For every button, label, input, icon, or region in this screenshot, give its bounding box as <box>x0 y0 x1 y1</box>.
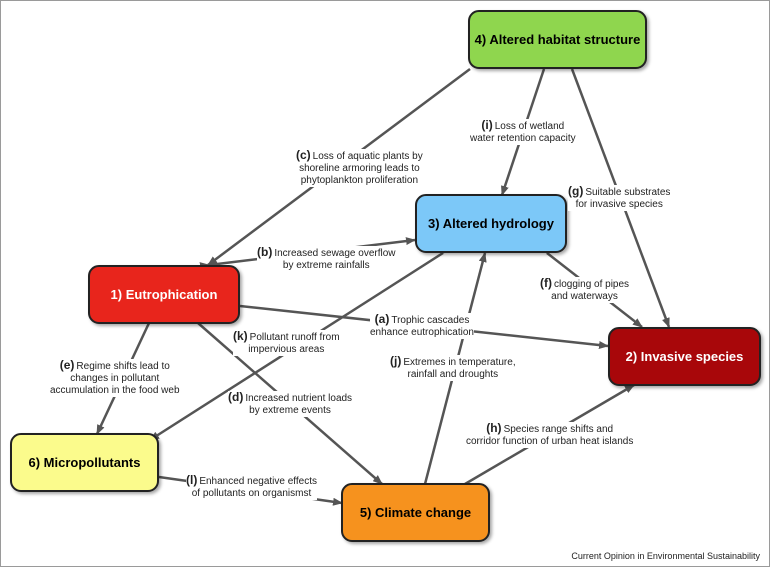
label-line: water retention capacity <box>470 133 576 144</box>
label-l: (l)Enhanced negative effects of pollutan… <box>186 473 318 500</box>
label-line: impervious areas <box>248 344 325 355</box>
label-i: (i)Loss of wetland water retention capac… <box>470 119 576 145</box>
label-f: (f)clogging of pipes and waterways <box>540 276 630 303</box>
node-label: 2) Invasive species <box>625 349 744 364</box>
label-letter: (k) <box>233 329 248 343</box>
node-label: 6) Micropollutants <box>28 455 141 470</box>
label-letter: (b) <box>257 245 273 259</box>
label-letter: (h) <box>486 421 502 435</box>
label-line: by extreme events <box>249 405 331 416</box>
label-letter: (l) <box>186 473 198 487</box>
label-line: Trophic cascades <box>391 315 470 326</box>
label-line: Suitable substrates <box>585 187 671 198</box>
label-letter: (j) <box>390 354 402 368</box>
label-line: enhance eutrophication <box>370 327 474 338</box>
label-d: (d)Increased nutrient loads by extreme e… <box>228 390 353 417</box>
node-altered-habitat-structure: 4) Altered habitat structure <box>468 10 647 69</box>
label-g: (g)Suitable substrates for invasive spec… <box>568 184 671 211</box>
node-eutrophication: 1) Eutrophication <box>88 265 240 324</box>
label-line: phytoplankton proliferation <box>300 175 419 186</box>
label-letter: (e) <box>59 358 75 372</box>
node-label: 3) Altered hydrology <box>428 216 554 231</box>
label-line: Pollutant runoff from <box>249 332 340 343</box>
label-line: rainfall and droughts <box>407 369 499 380</box>
label-b: (b)Increased sewage overflow by extreme … <box>257 246 396 272</box>
node-climate-change: 5) Climate change <box>341 483 490 542</box>
label-line: Species range shifts and <box>503 424 614 435</box>
label-line: clogging of pipes <box>554 279 630 290</box>
label-line: corridor function of urban heat islands <box>466 436 634 447</box>
label-line: Extremes in temperature, <box>403 357 516 368</box>
node-label: 5) Climate change <box>359 505 472 520</box>
label-line: Enhanced negative effects <box>199 476 318 487</box>
node-altered-hydrology: 3) Altered hydrology <box>415 194 567 253</box>
label-c: (c)Loss of aquatic plants by shoreline a… <box>296 149 423 187</box>
label-letter: (g) <box>568 184 584 198</box>
node-micropollutants: 6) Micropollutants <box>10 433 159 492</box>
node-label: 1) Eutrophication <box>110 287 218 302</box>
label-letter: (c) <box>296 148 311 162</box>
label-line: Increased sewage overflow <box>274 248 396 259</box>
label-line: of pollutants on organismst <box>191 488 312 499</box>
label-line: for invasive species <box>575 199 663 210</box>
label-line: shoreline armoring leads to <box>299 163 420 174</box>
label-letter: (i) <box>481 118 493 132</box>
label-letter: (f) <box>540 276 552 290</box>
label-line: Loss of aquatic plants by <box>312 151 423 162</box>
label-j: (j)Extremes in temperature, rainfall and… <box>390 355 516 381</box>
label-line: accumulation in the food web <box>50 385 180 396</box>
node-invasive-species: 2) Invasive species <box>608 327 761 386</box>
label-line: and waterways <box>551 291 618 302</box>
label-line: Loss of wetland <box>494 121 565 132</box>
label-letter: (d) <box>228 390 244 404</box>
label-line: Regime shifts lead to <box>76 361 170 372</box>
journal-credit: Current Opinion in Environmental Sustain… <box>571 551 760 561</box>
label-k: (k)Pollutant runoff from impervious area… <box>233 330 340 356</box>
label-h: (h)Species range shifts and corridor fun… <box>466 421 634 448</box>
label-line: Increased nutrient loads <box>245 393 353 404</box>
label-line: changes in pollutant <box>70 373 160 384</box>
label-letter: (a) <box>374 312 390 326</box>
label-line: by extreme rainfalls <box>282 260 370 271</box>
label-e: (e)Regime shifts lead to changes in poll… <box>50 359 180 397</box>
label-a: (a)Trophic cascades enhance eutrophicati… <box>370 313 474 339</box>
node-label: 4) Altered habitat structure <box>474 32 641 47</box>
